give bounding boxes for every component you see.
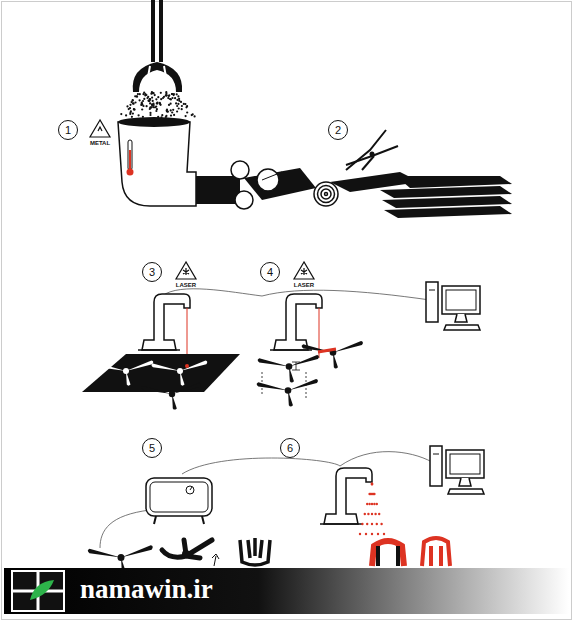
step-number-circle: 6 — [280, 438, 300, 458]
step-number: 2 — [335, 125, 341, 136]
material-label: METAL — [90, 140, 110, 146]
step-number: 3 — [149, 267, 155, 278]
process-label: LASER — [176, 282, 196, 288]
process-label: LASER — [294, 282, 314, 288]
step-number-circle: 4 — [260, 262, 280, 282]
step-number: 4 — [267, 267, 273, 278]
step-number-circle: 1 — [58, 120, 78, 140]
step-number: 1 — [65, 125, 71, 136]
step-number-circle: 2 — [328, 120, 348, 140]
step-number-circle: 5 — [142, 438, 162, 458]
step-number: 5 — [149, 443, 155, 454]
watermark: namawin.ir — [80, 574, 213, 605]
step-number-circle: 3 — [142, 262, 162, 282]
step-number: 6 — [287, 443, 293, 454]
